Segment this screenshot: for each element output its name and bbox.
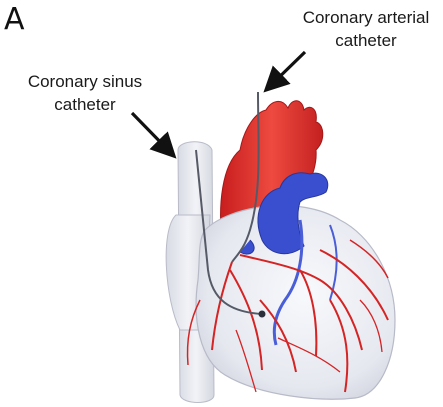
catheter-tip [259,311,266,318]
arterial-arrow [268,52,305,88]
sinus-arrow [132,113,172,154]
